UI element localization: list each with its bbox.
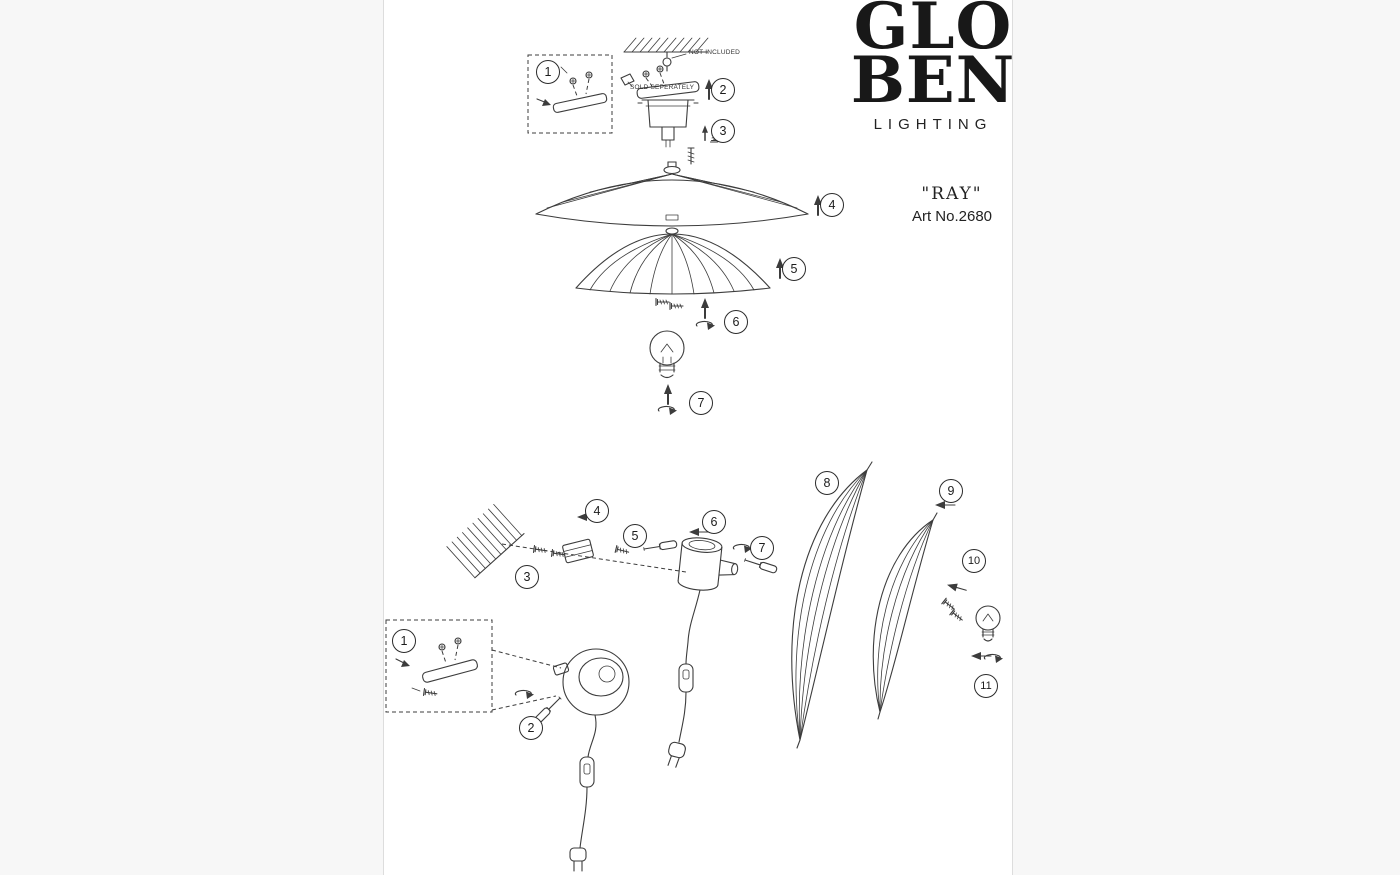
power-cord-lamp-body <box>569 714 597 872</box>
ceiling-hook-icon <box>662 51 672 72</box>
screw-icon <box>614 545 631 557</box>
logo-text-line1: GLO <box>853 0 1013 64</box>
left-arrow-icon <box>970 651 992 661</box>
left-arrow-icon <box>945 580 968 595</box>
shade-outer-top <box>535 161 809 227</box>
screw-head-icon <box>656 65 664 73</box>
sold-separately-note: SOLD SEPERATELY <box>630 84 695 91</box>
ceiling-hatch <box>623 37 709 59</box>
wall-lamp-body <box>552 648 630 716</box>
step-marker-top-3: 3 <box>711 119 735 143</box>
step-marker-bottom-9: 9 <box>939 479 963 503</box>
cord-switch <box>678 663 694 693</box>
step-marker-bottom-8: 8 <box>815 471 839 495</box>
step-marker-bottom-11: 11 <box>974 674 998 698</box>
ceiling-assembly-art <box>527 37 823 416</box>
assembly-axis <box>501 543 687 573</box>
inset-detail-box-bottom <box>385 619 493 713</box>
logo-subtitle: LIGHTING <box>873 115 993 133</box>
screw-icon <box>532 544 548 555</box>
mounting-bracket <box>620 65 700 99</box>
step-marker-bottom-1: 1 <box>392 629 416 653</box>
screw-head-icon <box>569 77 577 85</box>
step-marker-bottom-2: 2 <box>519 716 543 740</box>
screw-head-icon <box>438 643 446 651</box>
canopy <box>637 99 699 148</box>
shade-outer-side <box>791 461 873 749</box>
wall-bracket <box>562 538 594 564</box>
wall-assembly-art <box>385 461 1004 872</box>
rotation-arrow-icon <box>514 689 535 700</box>
step-marker-top-5: 5 <box>782 257 806 281</box>
product-art-no: Art No.2680 <box>911 208 993 225</box>
rotation-arrow-icon <box>657 405 678 416</box>
product-name: "RAY" <box>921 184 983 204</box>
wall-hatch <box>446 503 525 579</box>
step-marker-bottom-10: 10 <box>962 549 986 573</box>
step-marker-top-6: 6 <box>724 310 748 334</box>
page-edge-left <box>383 0 384 875</box>
brand-logo: GLO BEN LIGHTING <box>850 0 1016 133</box>
shade-inner-side <box>872 512 938 720</box>
logo-text-line2: BEN <box>850 42 1016 118</box>
rotation-arrow-icon <box>695 320 716 331</box>
bolt-icon <box>687 147 695 165</box>
step-marker-bottom-7: 7 <box>750 536 774 560</box>
screw-icon <box>669 301 684 311</box>
up-arrow-icon <box>663 383 673 405</box>
power-plug-icon <box>569 847 587 872</box>
inset-detail-box-top <box>527 54 613 134</box>
shade-inner-top <box>575 227 771 295</box>
step-marker-top-1: 1 <box>536 60 560 84</box>
page-margin-right <box>1013 0 1400 875</box>
up-arrow-icon <box>700 297 710 319</box>
up-arrow-icon <box>701 124 709 141</box>
screwdriver-icon <box>642 539 678 554</box>
screw-head-icon <box>642 70 650 78</box>
page-margin-left <box>0 0 383 875</box>
step-marker-bottom-6: 6 <box>702 510 726 534</box>
power-cord-wall-unit <box>667 589 701 768</box>
step-marker-top-4: 4 <box>820 193 844 217</box>
step-marker-top-2: 2 <box>711 78 735 102</box>
page-edge-right <box>1012 0 1013 875</box>
cord-switch <box>579 756 595 788</box>
rotation-arrow-icon <box>983 653 1004 664</box>
step-marker-bottom-5: 5 <box>623 524 647 548</box>
not-included-note: NOT INCLUDED <box>689 49 741 56</box>
screw-icon <box>422 687 438 698</box>
screw-icon <box>655 297 670 307</box>
product-info: "RAY" Art No.2680 <box>872 184 1032 225</box>
screw-icon <box>949 608 965 624</box>
bulb-icon <box>975 605 1001 642</box>
step-marker-bottom-3: 3 <box>515 565 539 589</box>
power-plug-icon <box>667 741 686 768</box>
step-marker-top-7: 7 <box>689 391 713 415</box>
screw-head-icon <box>454 637 462 645</box>
screw-head-icon <box>585 71 593 79</box>
wall-canopy-cylinder <box>677 537 739 591</box>
step-marker-bottom-4: 4 <box>585 499 609 523</box>
bulb-icon <box>649 330 685 379</box>
